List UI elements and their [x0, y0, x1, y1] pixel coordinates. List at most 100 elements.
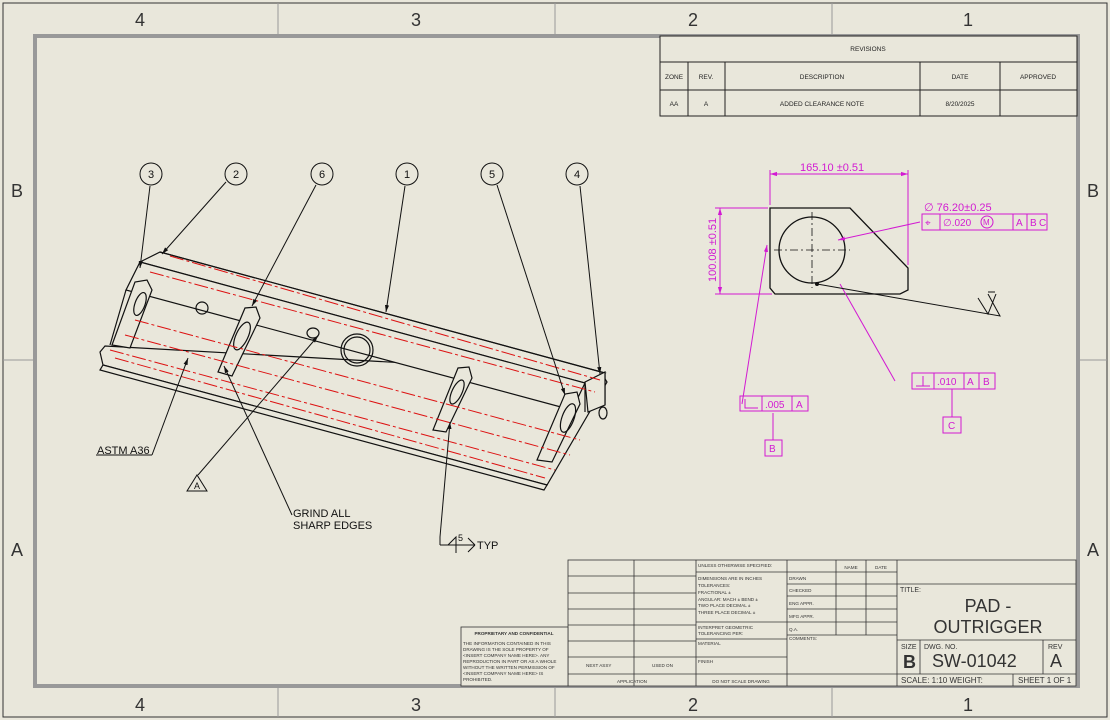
dim-width: 165.10 ±0.51 [800, 162, 864, 174]
position-symbol: ⌖ [925, 218, 931, 229]
proprietary-line-6: <INSERT COMPANY NAME HERE> IS [463, 671, 543, 676]
rev-header-zone: ZONE [665, 74, 684, 81]
zone-col-1-top: 1 [963, 10, 973, 30]
balloon-2-label: 2 [233, 169, 239, 181]
balloon-6-label: 6 [319, 169, 325, 181]
datum-b-flag: B [769, 444, 776, 455]
note-grind-1: GRIND ALL [293, 508, 350, 520]
rev-label: REV [1048, 644, 1063, 651]
zone-col-4-bottom: 4 [135, 695, 145, 715]
balloon-3 [139, 162, 163, 186]
note-weld-typ: TYP [477, 540, 498, 552]
proprietary-line-7: PROHIBITED. [463, 677, 492, 682]
material-label: MATERIAL [698, 641, 721, 646]
perp-datum-b: B [983, 377, 990, 388]
note-weld-size: 5 [458, 533, 463, 543]
balloon-6 [310, 162, 334, 186]
name-header: NAME [844, 565, 857, 570]
rev-value: A [1050, 651, 1062, 671]
proprietary-line-3: <INSERT COMPANY NAME HERE>. ANY [463, 653, 549, 658]
zone-col-1-bottom: 1 [963, 695, 973, 715]
balloon-5-label: 5 [489, 169, 495, 181]
size-label: SIZE [901, 644, 917, 651]
position-datum-b: B [1030, 218, 1037, 229]
rev-header-approved: APPROVED [1020, 74, 1056, 81]
balloon-1-label: 1 [404, 169, 410, 181]
tol-line-2: DIMENSIONS ARE IN INCHES [698, 576, 762, 581]
proprietary-line-2: DRAWING IS THE SOLE PROPERTY OF [463, 647, 549, 652]
comments-label: COMMENTS: [789, 636, 817, 641]
zone-col-2-top: 2 [688, 10, 698, 30]
balloon-5 [480, 162, 504, 186]
rev-row-date: 8/20/2025 [946, 101, 975, 108]
note-grind-2: SHARP EDGES [293, 520, 372, 532]
size-value: B [903, 652, 916, 672]
application: APPLICATION [617, 679, 647, 684]
balloon-3-label: 3 [148, 169, 154, 181]
date-header: DATE [875, 565, 887, 570]
isometric-part-view [99, 251, 608, 491]
balloon-4 [565, 162, 589, 186]
proprietary-line-1: THE INFORMATION CONTAINED IN THIS [463, 641, 551, 646]
balloon-4-label: 4 [574, 169, 580, 181]
do-not-scale: DO NOT SCALE DRAWING [712, 679, 770, 684]
revisions-title: REVISIONS [850, 46, 886, 53]
sign-mfg-appr: MFG APPR. [789, 614, 814, 619]
rev-row-rev: A [704, 101, 709, 108]
dim-height: 100.08 ±0.51 [707, 218, 719, 282]
next-assy: NEXT ASSY [586, 663, 611, 668]
tol-line-1: UNLESS OTHERWISE SPECIFIED: [698, 563, 772, 568]
tol-line-7: THREE PLACE DECIMAL ± [698, 610, 756, 615]
flatness-tol: .005 [765, 400, 785, 411]
flatness-datum: A [796, 400, 803, 411]
rev-header-date: DATE [952, 74, 970, 81]
title-block-text: PROPRIETARY AND CONFIDENTIAL THE INFORMA… [463, 563, 887, 684]
title-line-2: OUTRIGGER [933, 617, 1042, 637]
perp-tol: .010 [937, 377, 957, 388]
position-fcf [921, 213, 1048, 231]
position-modifier: M [983, 218, 990, 227]
sign-qa: Q.A. [789, 627, 798, 632]
position-datum-c: C [1039, 218, 1046, 229]
position-tol: ∅.020 [943, 218, 972, 229]
sign-checked: CHECKED [789, 588, 812, 593]
proprietary-line-5: WITHOUT THE WRITTEN PERMISSION OF [463, 665, 555, 670]
zone-row-a-right: A [1087, 540, 1099, 560]
note-datum-a: A [194, 481, 200, 491]
hidden-lines [109, 255, 601, 479]
detail-view: 165.10 ±0.51 100.08 ±0.51 ∅ 76.20±0.25 ⌖… [707, 162, 1048, 457]
interpret-line-1: INTERPRET GEOMETRIC [698, 625, 754, 630]
zone-row-b-left: B [11, 181, 23, 201]
rev-row-description: ADDED CLEARANCE NOTE [780, 101, 865, 108]
note-material: ASTM A36 [97, 445, 150, 457]
revisions-table: REVISIONS ZONE REV. DESCRIPTION DATE APP… [659, 35, 1078, 117]
datum-c-flag: C [948, 421, 955, 432]
sign-drawn: DRAWN [789, 576, 806, 581]
rev-header-description: DESCRIPTION [800, 74, 845, 81]
title-block [460, 559, 1077, 687]
position-datum-a: A [1016, 218, 1023, 229]
perp-datum-a: A [967, 377, 974, 388]
zone-col-3-top: 3 [411, 10, 421, 30]
zone-row-a-left: A [11, 540, 23, 560]
proprietary-line-4: REPRODUCTION IN PART OR AS A WHOLE [463, 659, 556, 664]
title-line-1: PAD - [965, 596, 1012, 616]
used-on: USED ON [652, 663, 673, 668]
zone-col-4-top: 4 [135, 10, 145, 30]
tol-line-5: ANGULAR: MACH ± BEND ± [698, 597, 758, 602]
sign-eng-appr: ENG APPR. [789, 601, 814, 606]
dwg-no-label: DWG. NO. [924, 644, 957, 651]
sheet-number: SHEET 1 OF 1 [1018, 676, 1072, 685]
proprietary-title: PROPRIETARY AND CONFIDENTIAL [474, 631, 553, 636]
tol-line-4: FRACTIONAL ± [698, 590, 731, 595]
tol-line-6: TWO PLACE DECIMAL ± [698, 603, 751, 608]
zone-col-2-bottom: 2 [688, 695, 698, 715]
zone-col-3-bottom: 3 [411, 695, 421, 715]
dwg-no-value: SW-01042 [932, 651, 1017, 671]
scale-weight: SCALE: 1:10 WEIGHT: [901, 676, 983, 685]
balloon-1 [395, 162, 419, 186]
interpret-line-2: TOLERANCING PER: [698, 631, 743, 636]
finish-label: FINISH [698, 659, 713, 664]
dim-diameter: ∅ 76.20±0.25 [924, 202, 992, 214]
